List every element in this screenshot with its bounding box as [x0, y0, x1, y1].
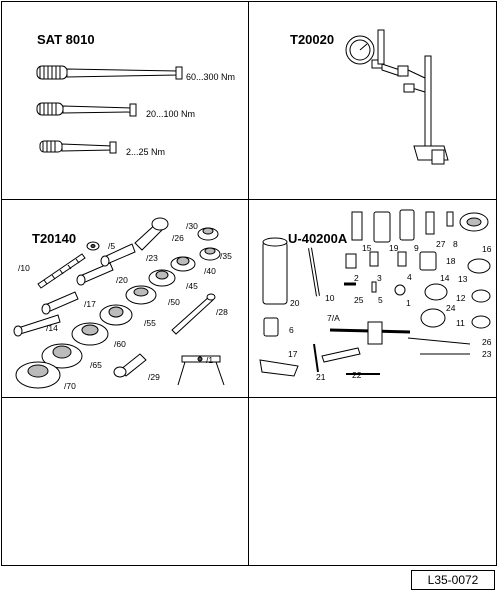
part-label: /55 — [144, 318, 156, 328]
part-label: /14 — [46, 323, 58, 333]
torque-wrench-small — [39, 140, 117, 154]
part-label: /26 — [172, 233, 184, 243]
part-label: 20 — [290, 298, 300, 308]
part-label: 27 — [436, 239, 446, 249]
part-label: 13 — [458, 274, 468, 284]
panel-divider-horizontal-2 — [1, 397, 497, 398]
part-label: /10 — [18, 263, 30, 273]
part-label: 23 — [482, 349, 492, 359]
part-label: /20 — [116, 275, 128, 285]
panel-title-sat8010: SAT 8010 — [37, 32, 95, 47]
part-label: 8 — [453, 239, 458, 249]
part-label: 16 — [482, 244, 492, 254]
part-label: 14 — [440, 273, 450, 283]
part-label: /35 — [220, 251, 232, 261]
part-label: 1 — [406, 298, 411, 308]
part-label: 18 — [446, 256, 456, 266]
part-label: 19 — [389, 243, 399, 253]
panel-title-u40200a: U-40200A — [288, 231, 348, 246]
panel-divider-vertical — [248, 1, 249, 566]
part-label: /70 — [64, 381, 76, 391]
part-label: 5 — [378, 295, 383, 305]
part-label: /65 — [90, 360, 102, 370]
part-label: 12 — [456, 293, 466, 303]
part-label: 22 — [352, 370, 362, 380]
part-label: /45 — [186, 281, 198, 291]
part-label: /17 — [84, 299, 96, 309]
part-label: /5 — [108, 241, 116, 251]
dial-gauge-stand — [345, 29, 449, 165]
part-label: 3 — [377, 273, 382, 283]
part-label: 6 — [289, 325, 294, 335]
part-label: /29 — [148, 372, 160, 382]
part-label: /1 — [206, 355, 214, 365]
t20140-tool-set — [13, 217, 225, 389]
part-label: 7/A — [327, 313, 340, 323]
pressure-discs — [15, 227, 221, 389]
part-label: /60 — [114, 339, 126, 349]
panel-title-t20020: T20020 — [290, 32, 335, 47]
part-label: 24 — [446, 303, 456, 313]
drawing-code: L35-0072 — [411, 570, 495, 590]
part-label: 26 — [482, 337, 492, 347]
torque-wrench-large — [36, 65, 183, 80]
part-label: 4 — [407, 272, 412, 282]
range-label-medium: 20...100 Nm — [146, 109, 196, 119]
panel-title-t20140: T20140 — [32, 231, 77, 246]
u40200a-tool-set — [259, 209, 491, 377]
part-label: 25 — [354, 295, 364, 305]
torque-wrench-medium — [36, 102, 137, 117]
part-label: 11 — [456, 318, 465, 328]
part-label: 17 — [288, 349, 298, 359]
part-label: 21 — [316, 372, 326, 382]
part-label: /50 — [168, 297, 180, 307]
part-label: 9 — [414, 243, 419, 253]
part-label: /30 — [186, 221, 198, 231]
part-label: /23 — [146, 253, 158, 263]
part-label: 2 — [354, 273, 359, 283]
part-label: 15 — [362, 243, 372, 253]
sheet-frame — [1, 1, 497, 566]
part-label: 10 — [325, 293, 335, 303]
part-label: /28 — [216, 307, 228, 317]
panel-divider-horizontal-1 — [1, 199, 497, 200]
range-label-small: 2...25 Nm — [126, 147, 166, 157]
range-label-large: 60...300 Nm — [186, 72, 236, 82]
part-label: /40 — [204, 266, 216, 276]
